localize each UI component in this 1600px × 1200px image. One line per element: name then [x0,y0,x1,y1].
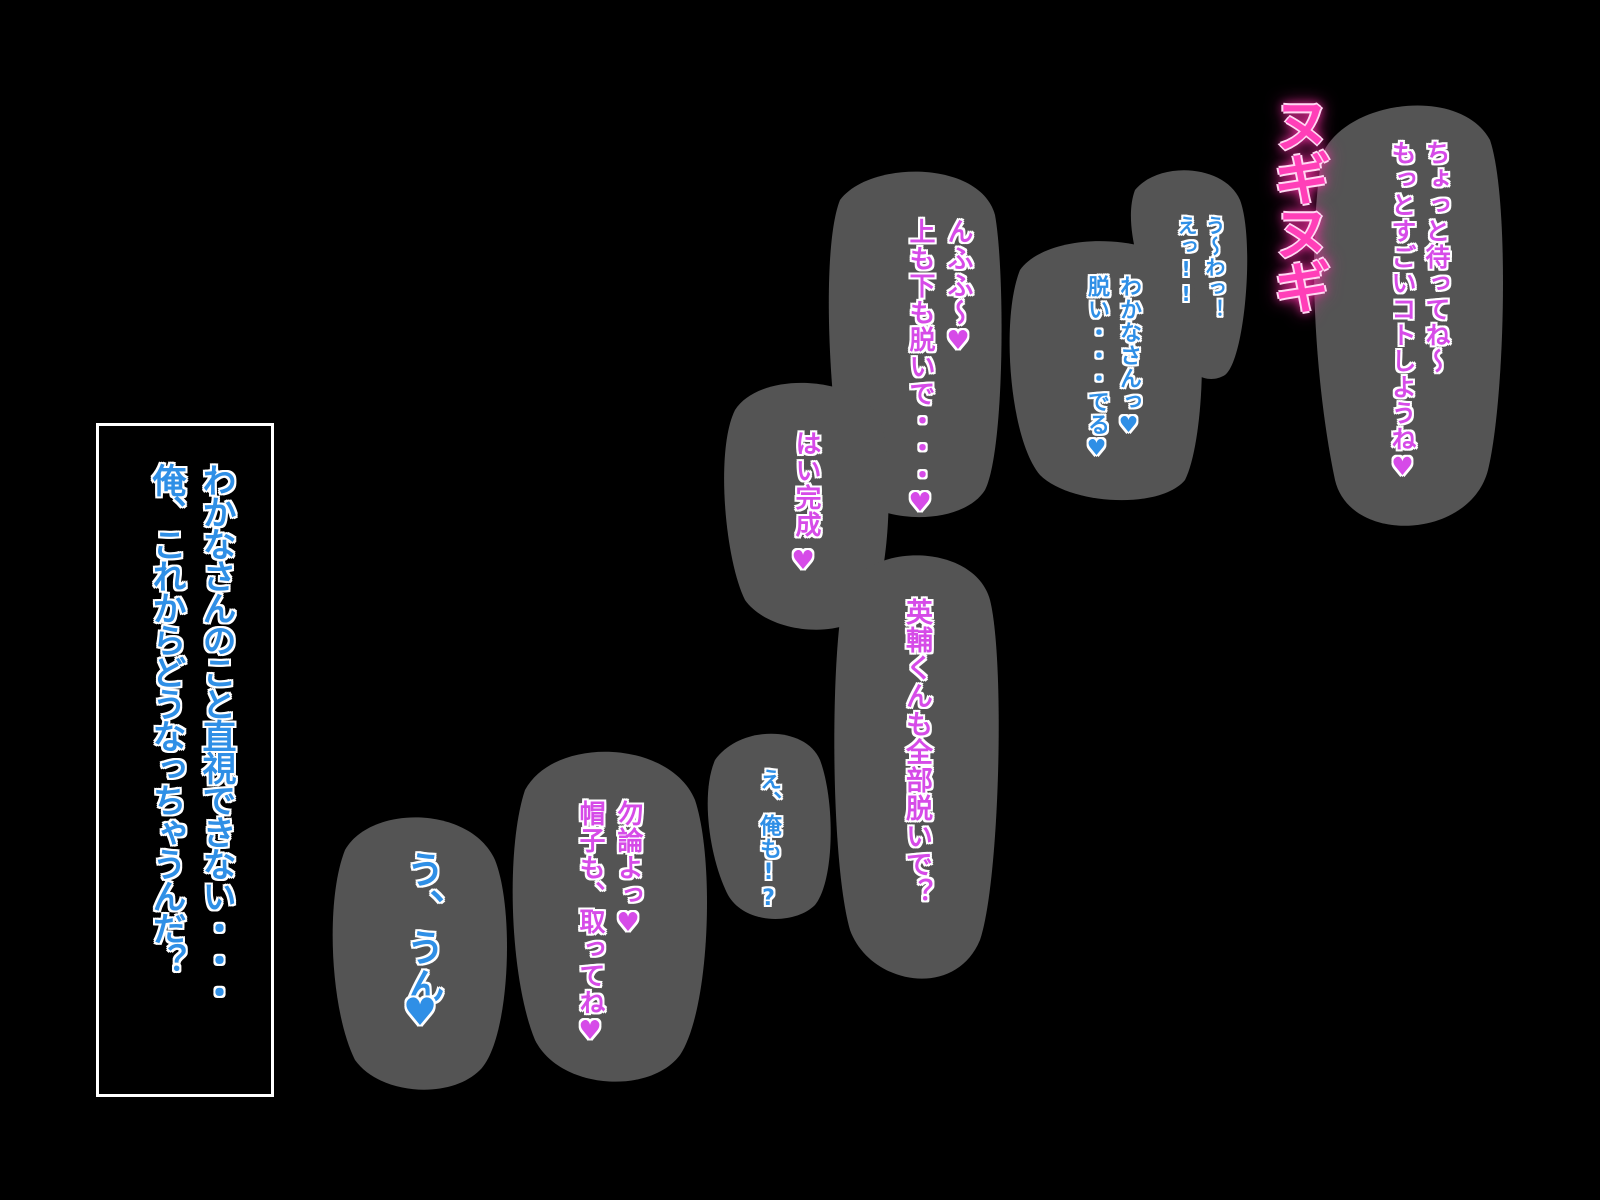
narration-line-2: 俺、これからどうなっちゃうんだ？ [146,463,186,975]
bubble-3-line-2: 脱い・・・でる♥ [1084,275,1109,462]
bubble-9-line-1: う、うん [400,850,444,1006]
bubble-shape-3 [1009,241,1202,501]
bubble-shape-9 [332,817,507,1090]
bubble-shape-6 [834,555,999,979]
bubble-shape-8 [512,751,707,1082]
bubble-1-line-1: ちょっと待ってね～ [1422,140,1451,374]
bubble-9-line-2: ♥ [398,990,442,1035]
sound-effect-text: ヌギヌギ [1263,95,1331,311]
bubble-2-line-1: う～わっ！ [1202,215,1226,320]
bubble-8-line-2: 帽子も、取ってね♥ [575,800,605,1047]
bubble-1-line-2: もっとすごいコトしようね♥ [1388,140,1417,482]
bubble-6-line-1: 英輔くんも全部脱いで？ [901,598,932,906]
bubble-3-line-1: わかなさんっ♥ [1116,275,1141,439]
bubble-shape-7 [707,733,831,919]
bubble-5-line-1: はい完成 [791,430,821,538]
bubble-4-line-2: 上も下も脱いで・・・♥ [905,218,935,519]
narration-box [96,423,274,1097]
bubble-8-line-1: 勿論よっ♥ [613,800,643,939]
bubble-4-line-1: んふふ～♥ [943,218,973,357]
bubble-shape-5 [724,382,889,630]
bubble-2-line-2: えっ!! [1174,215,1198,307]
bubble-5-line-2: ♥ [788,546,818,577]
bubble-7-line-1: え、俺も!? [756,768,781,912]
bubble-shape-1 [1314,105,1503,526]
narration-line-1: わかなさんのこと直視できない・・・ [196,463,236,1007]
